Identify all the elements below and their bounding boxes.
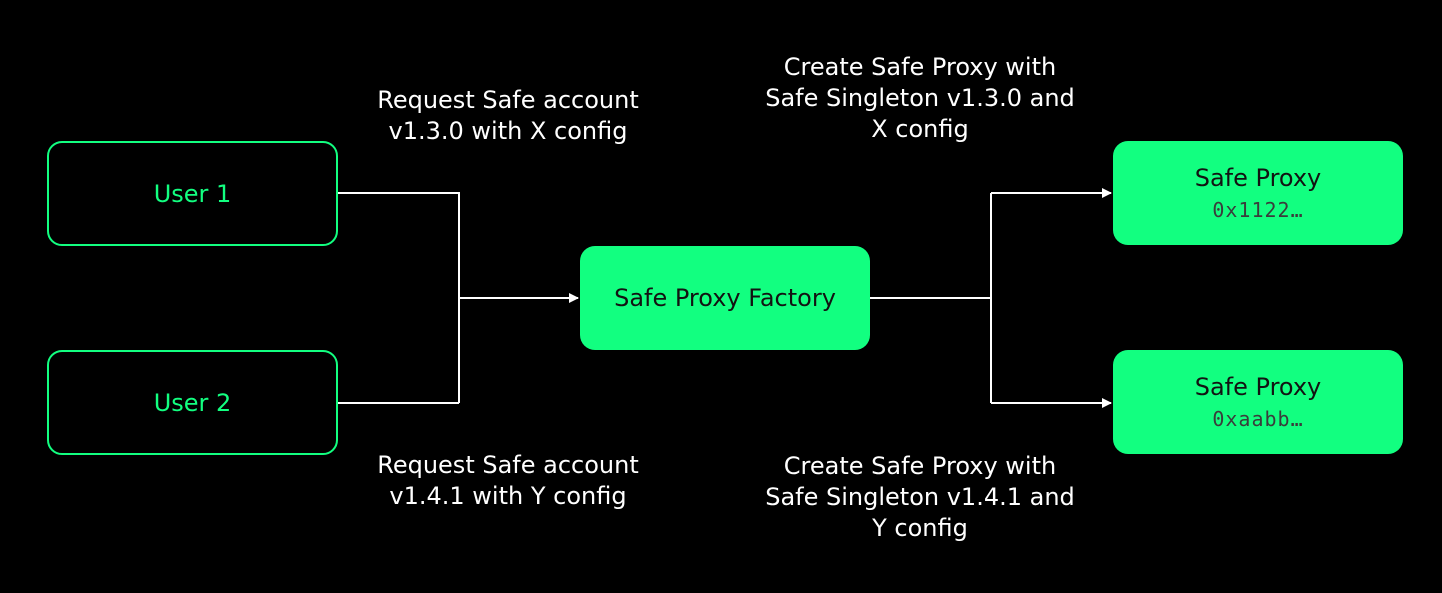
proxy1-label: Safe Proxy [1194,164,1322,192]
caption-line: Safe Singleton v1.3.0 and [765,84,1075,112]
factory-label: Safe Proxy Factory [614,284,836,312]
proxy1-address: 0x1122… [1212,198,1304,222]
caption-line: v1.3.0 with X config [388,117,628,145]
user2-label: User 2 [153,388,232,417]
caption-request-y: Request Safe account v1.4.1 with Y confi… [358,450,658,512]
caption-line: Safe Singleton v1.4.1 and [765,483,1075,511]
user1-label: User 1 [153,179,232,208]
proxy2-address: 0xaabb… [1212,407,1304,431]
factory-node: Safe Proxy Factory [580,246,870,350]
caption-create-y: Create Safe Proxy with Safe Singleton v1… [750,451,1090,544]
proxy1-node: Safe Proxy 0x1122… [1113,141,1403,245]
line-user1-to-junction [338,192,460,403]
proxy2-label: Safe Proxy [1194,373,1322,401]
caption-line: Request Safe account [377,451,639,479]
caption-request-x: Request Safe account v1.3.0 with X confi… [358,85,658,147]
caption-line: Y config [872,514,968,542]
caption-line: Create Safe Proxy with [783,53,1057,81]
caption-line: Create Safe Proxy with [783,452,1057,480]
proxy2-node: Safe Proxy 0xaabb… [1113,350,1403,454]
user2-node: User 2 [47,350,338,455]
caption-line: Request Safe account [377,86,639,114]
user1-node: User 1 [47,141,338,246]
caption-create-x: Create Safe Proxy with Safe Singleton v1… [750,52,1090,145]
caption-line: v1.4.1 with Y config [389,482,627,510]
caption-line: X config [871,115,969,143]
